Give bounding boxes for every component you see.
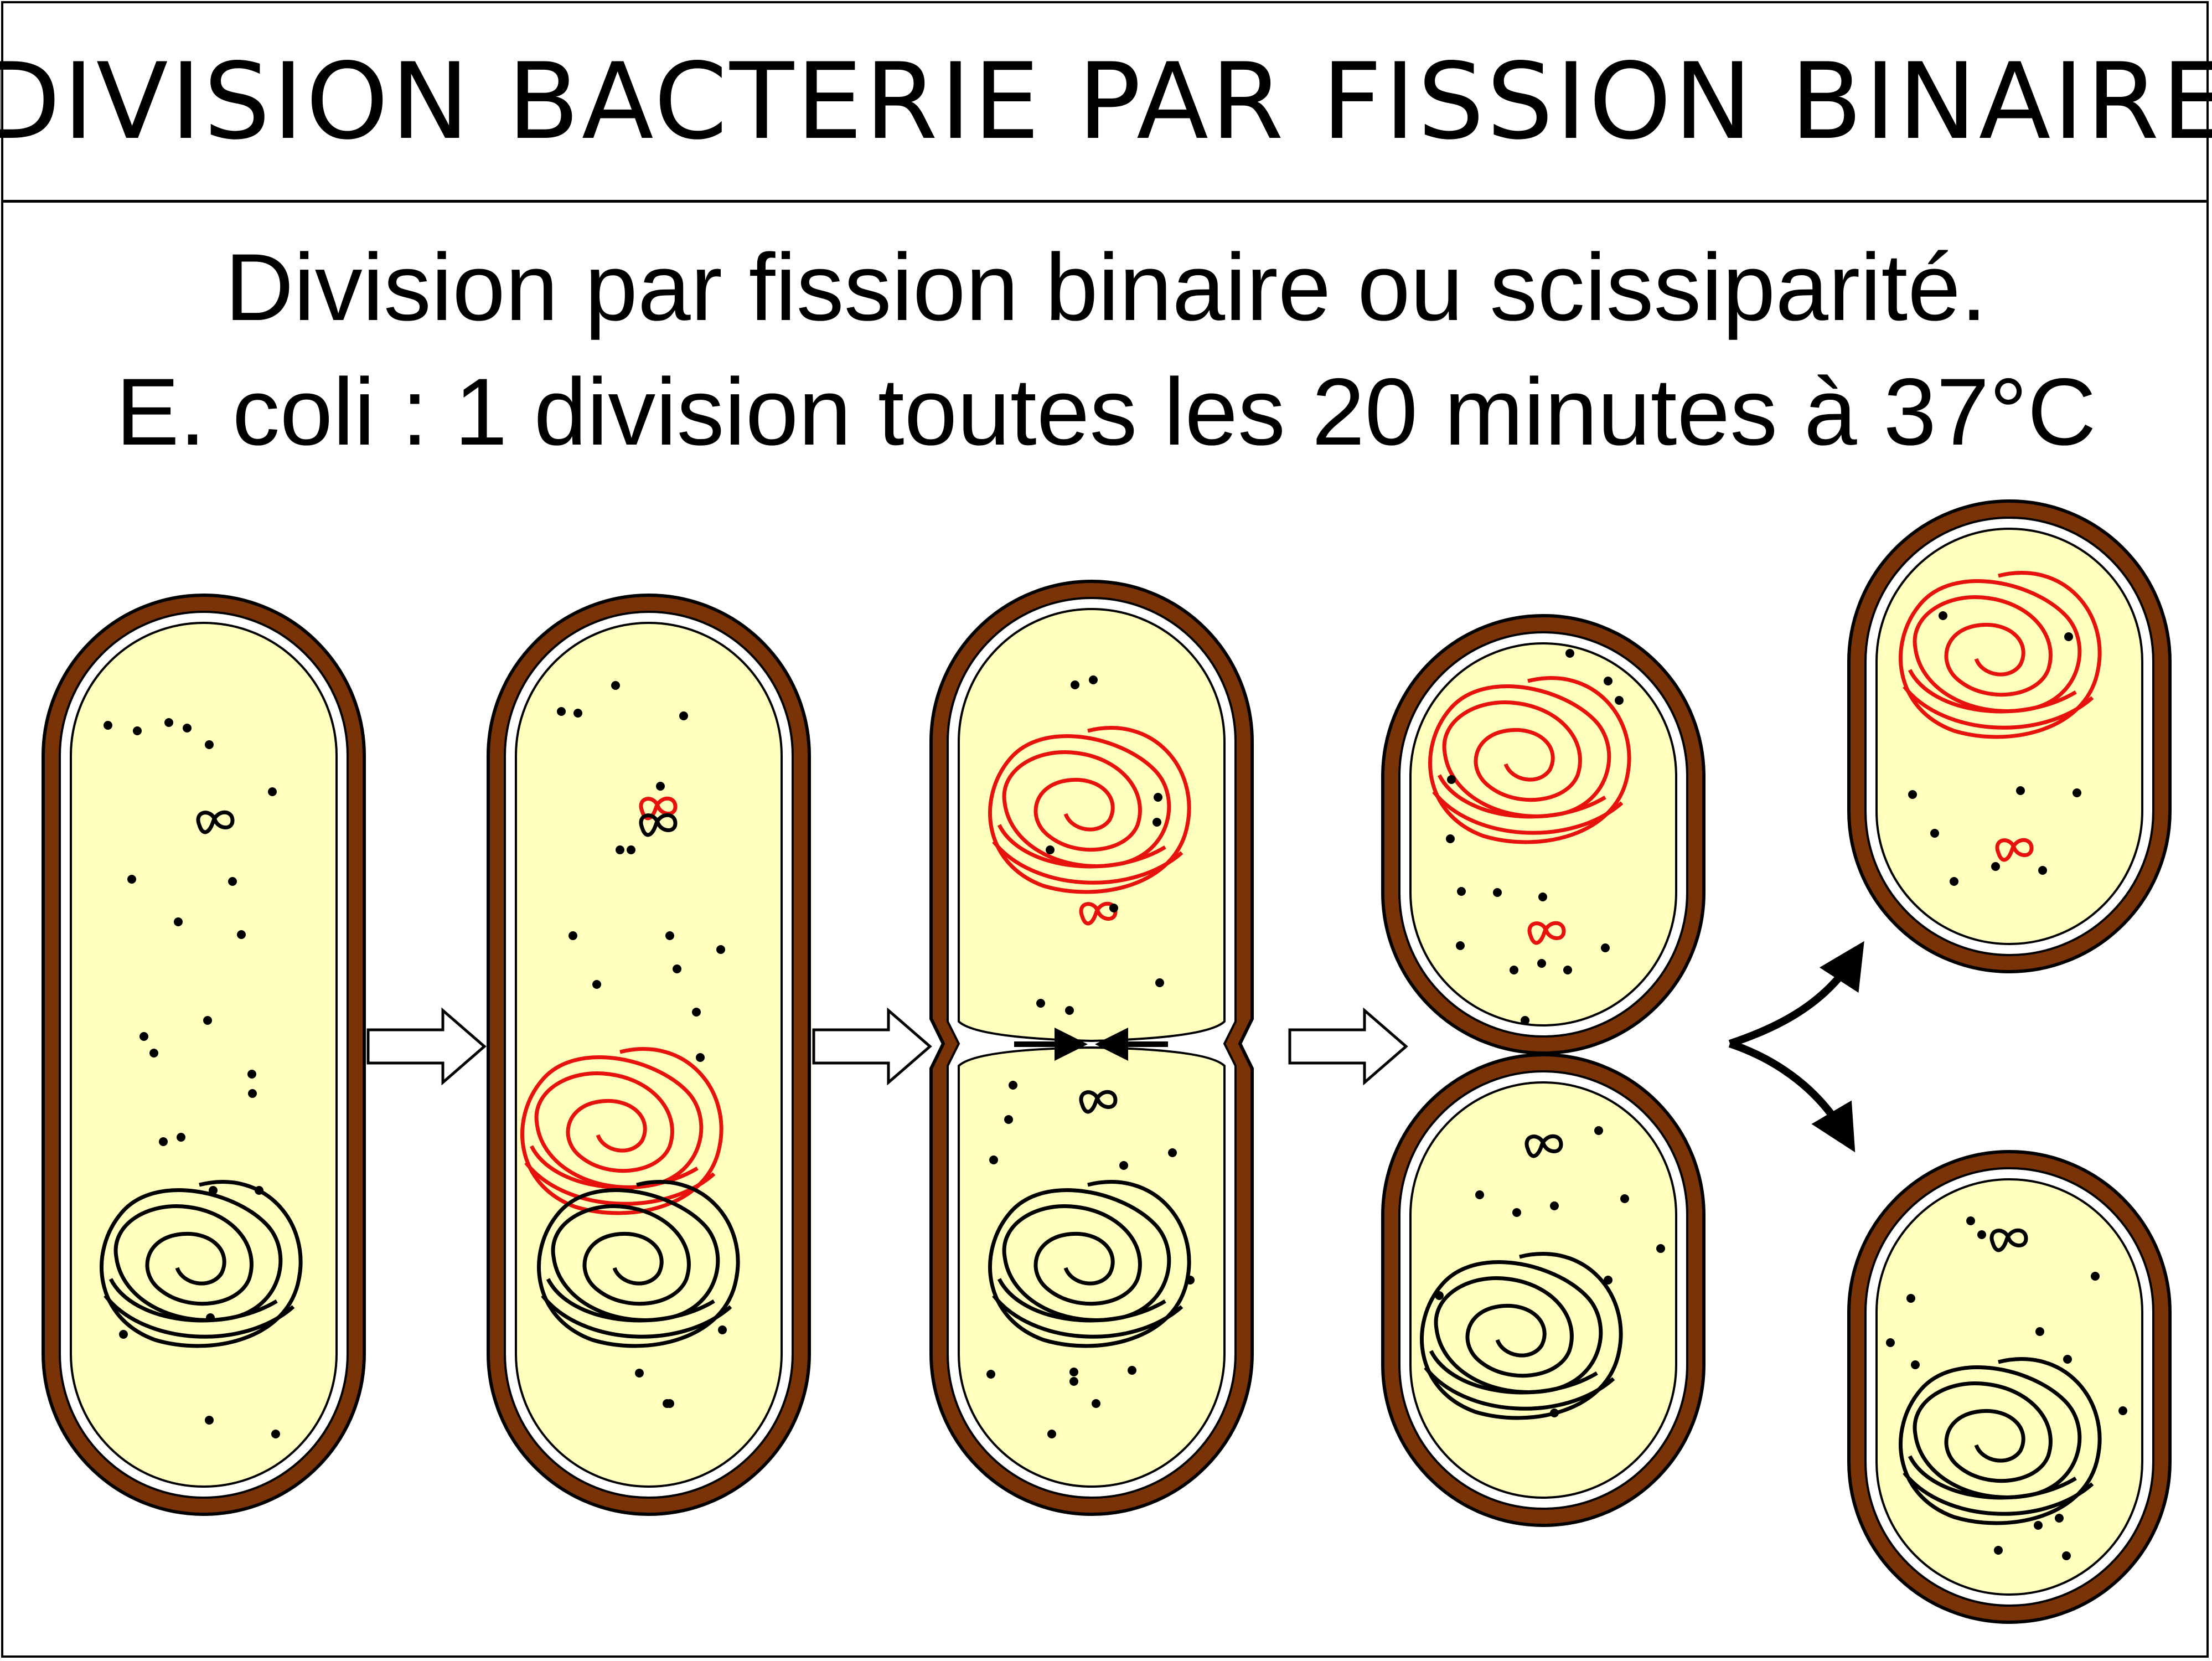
progress-arrow-icon [366,1007,487,1086]
branch-arrow-up-icon [1728,941,1864,1048]
description-line-1: Division par fission binaire ou scissipa… [225,234,1987,341]
progress-arrow-icon [812,1007,932,1086]
branch-arrow-down-icon [1728,1040,1856,1153]
stage-4-top-cell [1381,614,1705,1055]
progress-arrow-icon [1288,1007,1408,1086]
diagram-title: DIVISION BACTERIE PAR FISSION BINAIRE [0,40,2212,163]
stage-5-bottom-cell [1847,1150,2172,1624]
description-line-2: E. coli : 1 division toutes les 20 minut… [116,359,2096,465]
stage-3-cell [929,580,1254,1516]
stage-4-bottom-cell [1381,1053,1705,1527]
title-bar: DIVISION BACTERIE PAR FISSION BINAIRE [0,3,2212,203]
stage-2-cell [487,594,811,1516]
stage-5-top-cell [1847,499,2172,973]
stage-1-cell [42,594,366,1516]
